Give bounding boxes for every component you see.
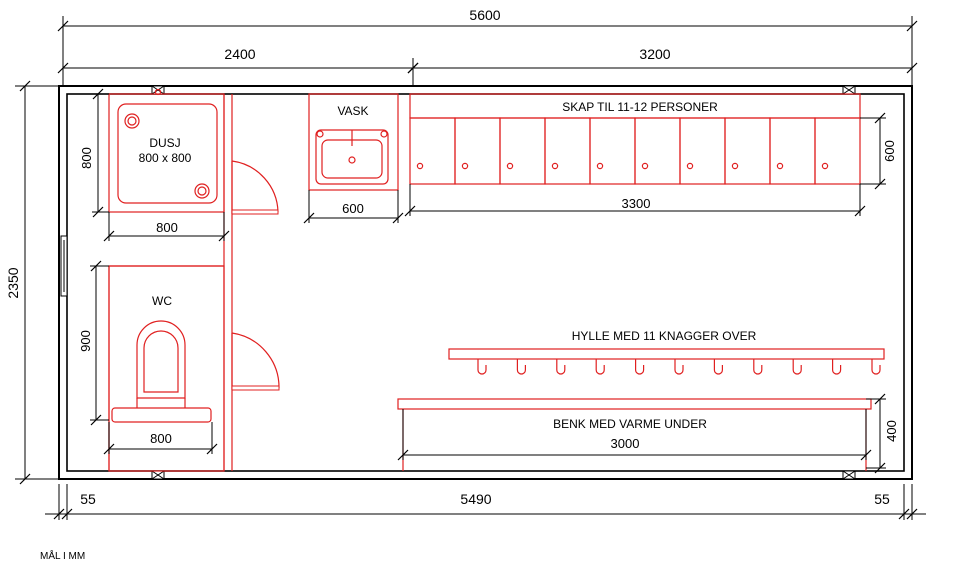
dim-sink-width: 600	[342, 201, 364, 216]
hook-shelf	[448, 348, 885, 375]
locker	[634, 117, 681, 185]
bench-label: BENK MED VARME UNDER	[553, 417, 707, 431]
units-note: MÅL I MM	[40, 549, 85, 562]
shower-size-label: 800 x 800	[139, 151, 192, 165]
locker	[589, 117, 636, 185]
coat-hook	[516, 359, 526, 375]
locker	[814, 117, 861, 185]
locker	[409, 117, 456, 185]
shelf-label: HYLLE MED 11 KNAGGER OVER	[572, 329, 757, 343]
locker	[454, 117, 501, 185]
lockers	[409, 93, 861, 185]
locker	[679, 117, 726, 185]
entrance-door	[60, 235, 68, 297]
coat-hook	[477, 359, 487, 375]
coat-hook	[792, 359, 802, 375]
coat-hook	[635, 359, 645, 375]
dim-wc-height: 900	[78, 330, 93, 352]
coat-hook	[595, 359, 605, 375]
dimension-lines	[15, 16, 926, 520]
wall-vent-markers	[151, 85, 856, 480]
shower-label: DUSJ	[149, 136, 180, 150]
toilet	[108, 265, 225, 472]
wc-label: WC	[152, 294, 172, 308]
dim-wall-right: 55	[874, 491, 890, 507]
dim-total-width: 5600	[469, 7, 500, 23]
dim-shower-width: 800	[156, 220, 178, 235]
dim-lockers-width: 3300	[622, 196, 651, 211]
dim-bench-depth: 400	[884, 420, 899, 442]
dim-wc-width: 800	[150, 431, 172, 446]
dim-left-section: 2400	[224, 46, 255, 62]
building-walls	[58, 85, 913, 480]
lockers-label: SKAP TIL 11-12 PERSONER	[562, 100, 718, 114]
dim-lockers-depth: 600	[882, 140, 897, 162]
locker	[724, 117, 771, 185]
coat-hook	[832, 359, 842, 375]
locker	[544, 117, 591, 185]
heated-bench	[397, 398, 872, 471]
dim-bench-width: 3000	[611, 436, 640, 451]
dim-interior: 5490	[460, 491, 491, 507]
locker	[499, 117, 546, 185]
dim-right-section: 3200	[639, 46, 670, 62]
shower	[108, 88, 225, 213]
coat-hook	[674, 359, 684, 375]
sink	[308, 93, 399, 191]
bathroom-doors	[231, 160, 280, 391]
sink-label: VASK	[337, 104, 368, 118]
dim-wall-left: 55	[80, 491, 96, 507]
dim-height: 2350	[5, 267, 21, 298]
coat-hook	[871, 359, 881, 375]
coat-hook	[556, 359, 566, 375]
coat-hook	[753, 359, 763, 375]
locker	[769, 117, 816, 185]
coat-hook	[713, 359, 723, 375]
dim-shower-height: 800	[79, 147, 94, 169]
